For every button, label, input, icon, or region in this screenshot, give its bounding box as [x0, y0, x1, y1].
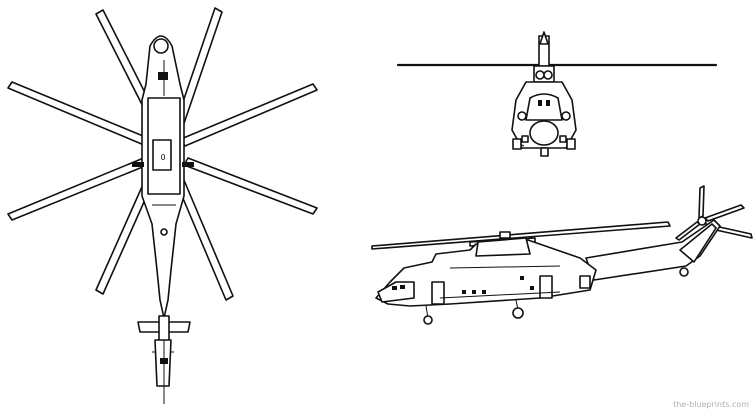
tail-number-label: 0: [160, 153, 165, 162]
side-view-rotor-blade: [371, 221, 671, 250]
front-view-fuselage: [511, 81, 577, 149]
side-view: [371, 185, 753, 325]
top-view-fuselage: [132, 35, 194, 319]
top-view: 0: [7, 7, 318, 404]
front-view: [396, 31, 718, 157]
side-view-tail-boom: [585, 219, 721, 281]
top-view-tail: [137, 315, 191, 404]
front-view-landing-gear: [512, 135, 576, 157]
front-view-rotor-hub: [533, 31, 555, 83]
side-view-landing-gear: [423, 299, 524, 325]
side-view-tail-rotor: [675, 185, 753, 241]
watermark-text: the-blueprints.com: [673, 400, 749, 409]
side-view-fuselage: [375, 231, 597, 307]
